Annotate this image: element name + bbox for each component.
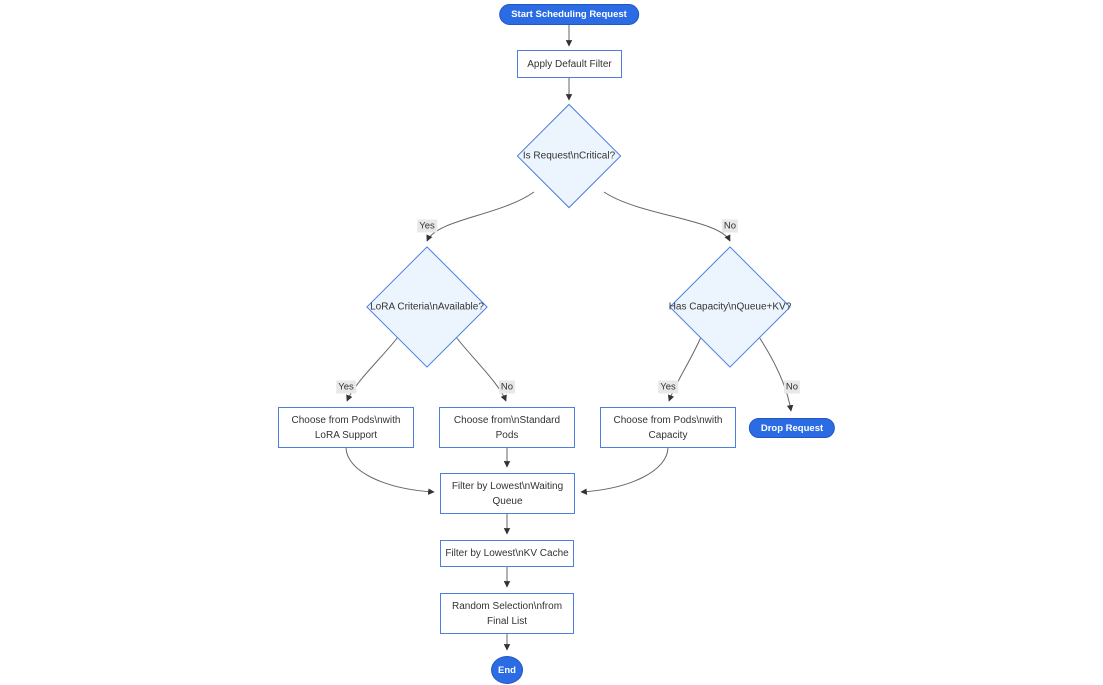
decision-is-request-critical-label: Is Request\nCritical? (522, 150, 616, 162)
edge-lora-yes (346, 336, 399, 402)
node-filter-kv-cache-label: Filter by Lowest\nKV Cache (445, 548, 569, 559)
edge-capacitypods-to-queuefilter (580, 447, 669, 495)
edge-label-lora-yes: Yes (336, 380, 356, 394)
node-choose-standard-pods-label: Choose from\nStandard Pods (453, 414, 561, 441)
edge-label-lora-no: No (498, 380, 516, 394)
node-apply-default-filter: Apply Default Filter (517, 50, 622, 78)
node-choose-capacity-pods-label: Choose from Pods\nwith Capacity (613, 414, 723, 441)
edge-capacity-yes (667, 336, 702, 402)
node-start-label: Start Scheduling Request (511, 9, 627, 20)
edge-critical-yes (426, 191, 535, 242)
edge-lora-no (455, 336, 507, 402)
node-drop-request: Drop Request (748, 418, 836, 438)
node-filter-kv-cache: Filter by Lowest\nKV Cache (440, 540, 574, 567)
node-filter-waiting-queue-label: Filter by Lowest\nWaiting Queue (451, 480, 564, 507)
node-apply-default-filter-label: Apply Default Filter (527, 58, 612, 70)
node-random-selection-label: Random Selection\nfrom Final List (451, 600, 563, 627)
node-choose-lora-pods-label: Choose from Pods\nwith LoRA Support (291, 414, 401, 441)
edge-label-capacity-no: No (783, 380, 801, 394)
node-end: End (491, 656, 523, 684)
edge-label-critical-yes: Yes (417, 219, 437, 233)
edge-label-critical-no: No (721, 219, 739, 233)
edge-lorapods-to-queuefilter (345, 447, 435, 495)
edge-label-capacity-yes: Yes (658, 380, 678, 394)
node-start: Start Scheduling Request (499, 4, 639, 25)
node-random-selection: Random Selection\nfrom Final List (440, 593, 574, 634)
edge-critical-no (603, 191, 731, 242)
decision-has-capacity-label: Has Capacity\nQueue+KV? (668, 301, 792, 313)
edge-capacity-no (758, 336, 794, 412)
node-choose-lora-pods: Choose from Pods\nwith LoRA Support (278, 407, 414, 448)
node-end-label: End (498, 664, 516, 676)
decision-lora-criteria-label: LoRA Criteria\nAvailable? (370, 301, 484, 313)
node-choose-standard-pods: Choose from\nStandard Pods (439, 407, 575, 448)
node-drop-request-label: Drop Request (760, 422, 824, 434)
node-filter-waiting-queue: Filter by Lowest\nWaiting Queue (440, 473, 575, 514)
node-choose-capacity-pods: Choose from Pods\nwith Capacity (600, 407, 736, 448)
